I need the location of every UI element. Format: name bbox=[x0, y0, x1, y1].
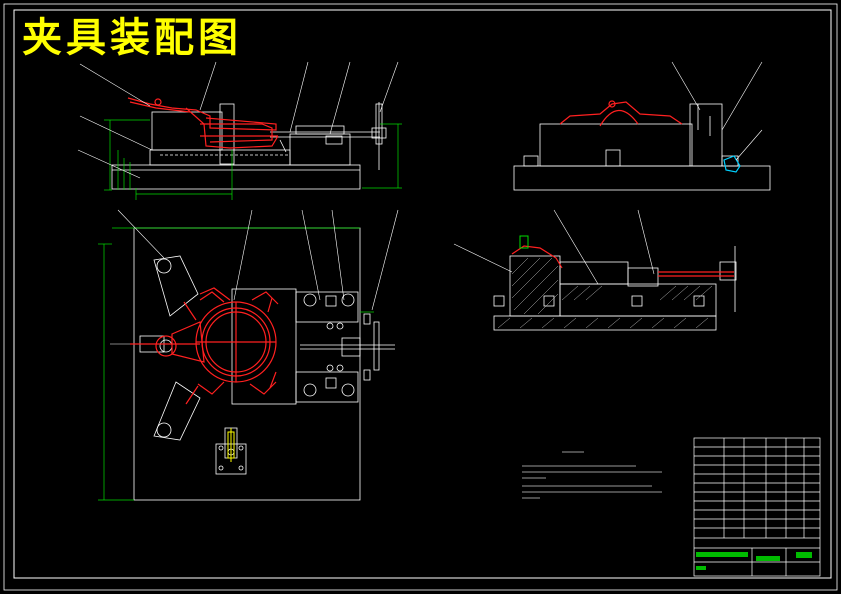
drawing-title: 夹具装配图 bbox=[22, 15, 242, 61]
plan-view-clamp-detail bbox=[227, 428, 235, 462]
title-block bbox=[693, 437, 821, 577]
technical-notes bbox=[522, 451, 662, 499]
drawing-frame bbox=[3, 3, 838, 591]
front-view-leaders bbox=[77, 61, 399, 179]
front-view bbox=[111, 102, 387, 190]
side-view bbox=[513, 103, 771, 191]
section-view-workpiece bbox=[511, 245, 734, 277]
section-view bbox=[493, 246, 737, 331]
title-block-fills bbox=[696, 552, 812, 570]
plan-view-workpiece bbox=[130, 287, 279, 405]
side-view-accent bbox=[723, 155, 741, 173]
plan-view bbox=[133, 227, 395, 501]
plan-view-leaders bbox=[110, 209, 399, 345]
side-view-leaders bbox=[671, 61, 763, 161]
front-view-dimensions bbox=[104, 119, 402, 200]
section-view-leaders bbox=[453, 209, 655, 285]
front-view-workpiece bbox=[127, 97, 279, 149]
section-view-green-part bbox=[519, 235, 529, 249]
side-view-workpiece bbox=[559, 100, 683, 127]
section-view-hatching bbox=[497, 257, 713, 329]
plan-view-dimensions bbox=[98, 227, 374, 501]
